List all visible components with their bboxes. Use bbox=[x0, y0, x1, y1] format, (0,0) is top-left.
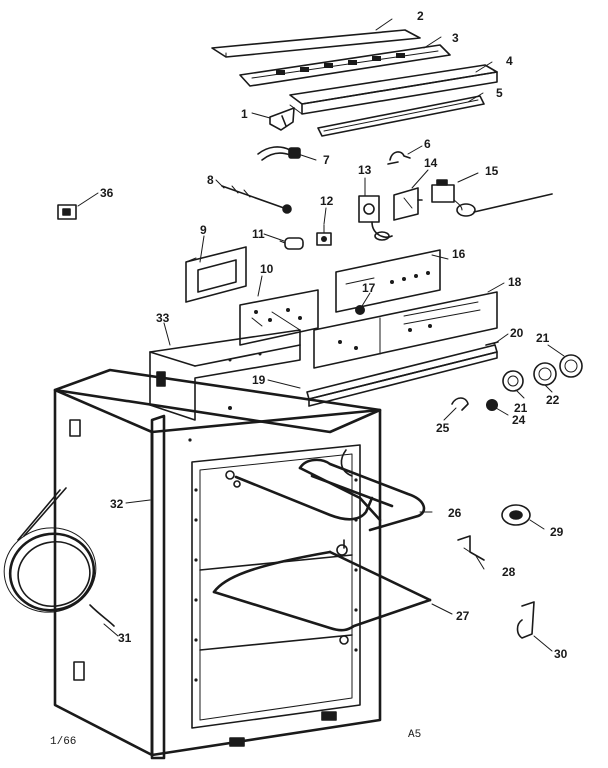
callout-19: 19 bbox=[252, 373, 266, 387]
callout-13: 13 bbox=[358, 163, 372, 177]
callout-30: 30 bbox=[554, 647, 568, 661]
part-30-hinge-clip bbox=[516, 601, 535, 639]
part-4-backguard-panel bbox=[289, 64, 498, 115]
callout-1: 1 bbox=[241, 107, 248, 121]
callout-2: 2 bbox=[417, 9, 424, 23]
part-5-fluorescent-tube bbox=[317, 95, 485, 137]
oven-cabinet bbox=[53, 368, 382, 757]
callout-16: 16 bbox=[452, 247, 466, 261]
part-21-knob-b bbox=[559, 354, 583, 378]
part-1-lamp-bracket bbox=[269, 107, 295, 131]
part-36-bracket bbox=[57, 204, 77, 220]
callout-11: 11 bbox=[252, 227, 265, 241]
callout-4: 4 bbox=[506, 54, 513, 68]
callout-18: 18 bbox=[508, 275, 522, 289]
callout-36: 36 bbox=[100, 186, 114, 200]
callout-27: 27 bbox=[456, 609, 470, 623]
part-3-control-panel-strip bbox=[239, 44, 451, 87]
callout-9: 9 bbox=[200, 223, 207, 237]
part-27-bake-element bbox=[212, 539, 432, 645]
part-2-top-trim bbox=[211, 29, 421, 58]
part-16-control-panel bbox=[335, 249, 441, 313]
callout-labels: 2 3 4 5 1 7 6 8 13 14 15 12 11 9 10 16 1… bbox=[100, 9, 568, 661]
callout-26: 26 bbox=[448, 506, 462, 520]
callout-25: 25 bbox=[436, 421, 450, 435]
part-15-thermostat bbox=[431, 179, 553, 217]
callout-17: 17 bbox=[362, 281, 376, 295]
callout-32: 32 bbox=[110, 497, 124, 511]
part-18-faceplate bbox=[313, 291, 498, 369]
callout-33: 33 bbox=[156, 311, 170, 325]
part-11-indicator-light bbox=[279, 237, 304, 250]
callout-12: 12 bbox=[320, 194, 334, 208]
callout-6: 6 bbox=[424, 137, 431, 151]
callout-31: 31 bbox=[118, 631, 132, 645]
callout-22: 22 bbox=[546, 393, 560, 407]
part-28-bracket bbox=[457, 535, 485, 561]
part-19-trim-rail bbox=[306, 344, 498, 407]
part-14-timer bbox=[393, 187, 423, 221]
callout-20: 20 bbox=[510, 326, 524, 340]
callout-14: 14 bbox=[424, 156, 438, 170]
part-31-wire-harness bbox=[3, 487, 115, 627]
part-6-wire-clip bbox=[387, 151, 411, 165]
part-12-switch bbox=[316, 224, 332, 246]
part-8-thermostat-probe bbox=[221, 185, 292, 214]
part-10-control-board bbox=[239, 289, 319, 346]
part-7-lamp-socket-wire bbox=[257, 146, 301, 161]
part-21-knob-a bbox=[502, 370, 524, 392]
callout-15: 15 bbox=[485, 164, 499, 178]
callout-28: 28 bbox=[502, 565, 516, 579]
callout-21-b: 21 bbox=[536, 331, 550, 345]
callout-29: 29 bbox=[550, 525, 564, 539]
callout-10: 10 bbox=[260, 262, 274, 276]
callout-24: 24 bbox=[512, 413, 526, 427]
leader-lines bbox=[77, 18, 565, 652]
callout-7: 7 bbox=[323, 153, 330, 167]
part-26-broil-element bbox=[225, 449, 426, 532]
part-24-knob-insert bbox=[486, 399, 498, 411]
part-29-receptacle bbox=[501, 504, 531, 526]
part-13-relay bbox=[358, 189, 393, 241]
callout-5: 5 bbox=[496, 86, 503, 100]
part-17-knob-insert bbox=[355, 305, 365, 315]
footer-section-code: A5 bbox=[408, 729, 421, 741]
part-22-knob bbox=[533, 362, 557, 386]
part-25-clip bbox=[451, 397, 469, 411]
callout-21-a: 21 bbox=[514, 401, 528, 415]
part-32-vertical-trim-strip bbox=[150, 414, 166, 760]
part-9-mounting-plate bbox=[185, 246, 247, 303]
callout-3: 3 bbox=[452, 31, 459, 45]
footer-page-code: 1/66 bbox=[50, 736, 76, 748]
part-33-side-bracket bbox=[149, 329, 301, 421]
callout-8: 8 bbox=[207, 173, 214, 187]
